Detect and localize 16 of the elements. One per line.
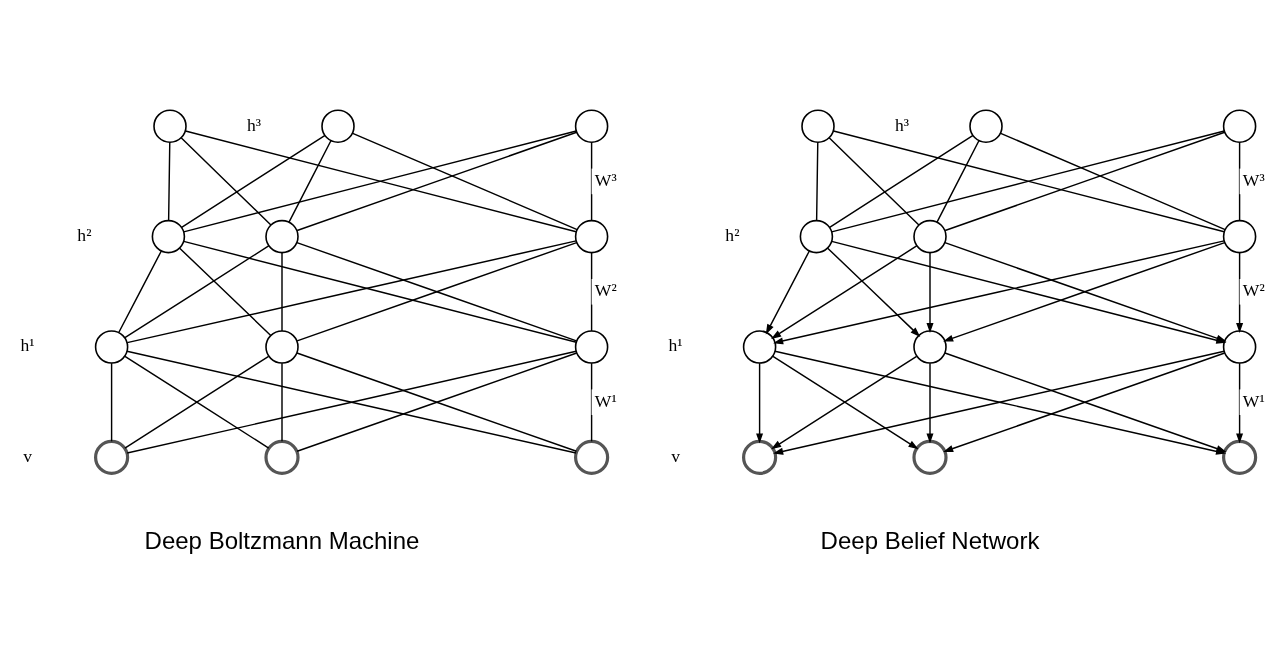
edge-label: W² (1242, 280, 1265, 301)
edge-label: W² (594, 280, 617, 301)
node-label: h² (725, 225, 740, 246)
node-label: h¹ (668, 335, 683, 356)
edge-label: W¹ (1242, 390, 1265, 411)
node-label: h³ (246, 114, 262, 135)
node-label: v (671, 445, 680, 466)
edge-label: W¹ (594, 390, 617, 411)
node-label: h³ (894, 114, 910, 135)
node-label: h¹ (20, 335, 35, 356)
edge-label: W³ (594, 169, 617, 190)
node-label: v (23, 445, 32, 466)
label: Deep Boltzmann Machine (144, 527, 420, 555)
node-label: h² (77, 225, 92, 246)
label: Deep Belief Network (820, 527, 1040, 555)
edge-label: W³ (1242, 169, 1265, 190)
